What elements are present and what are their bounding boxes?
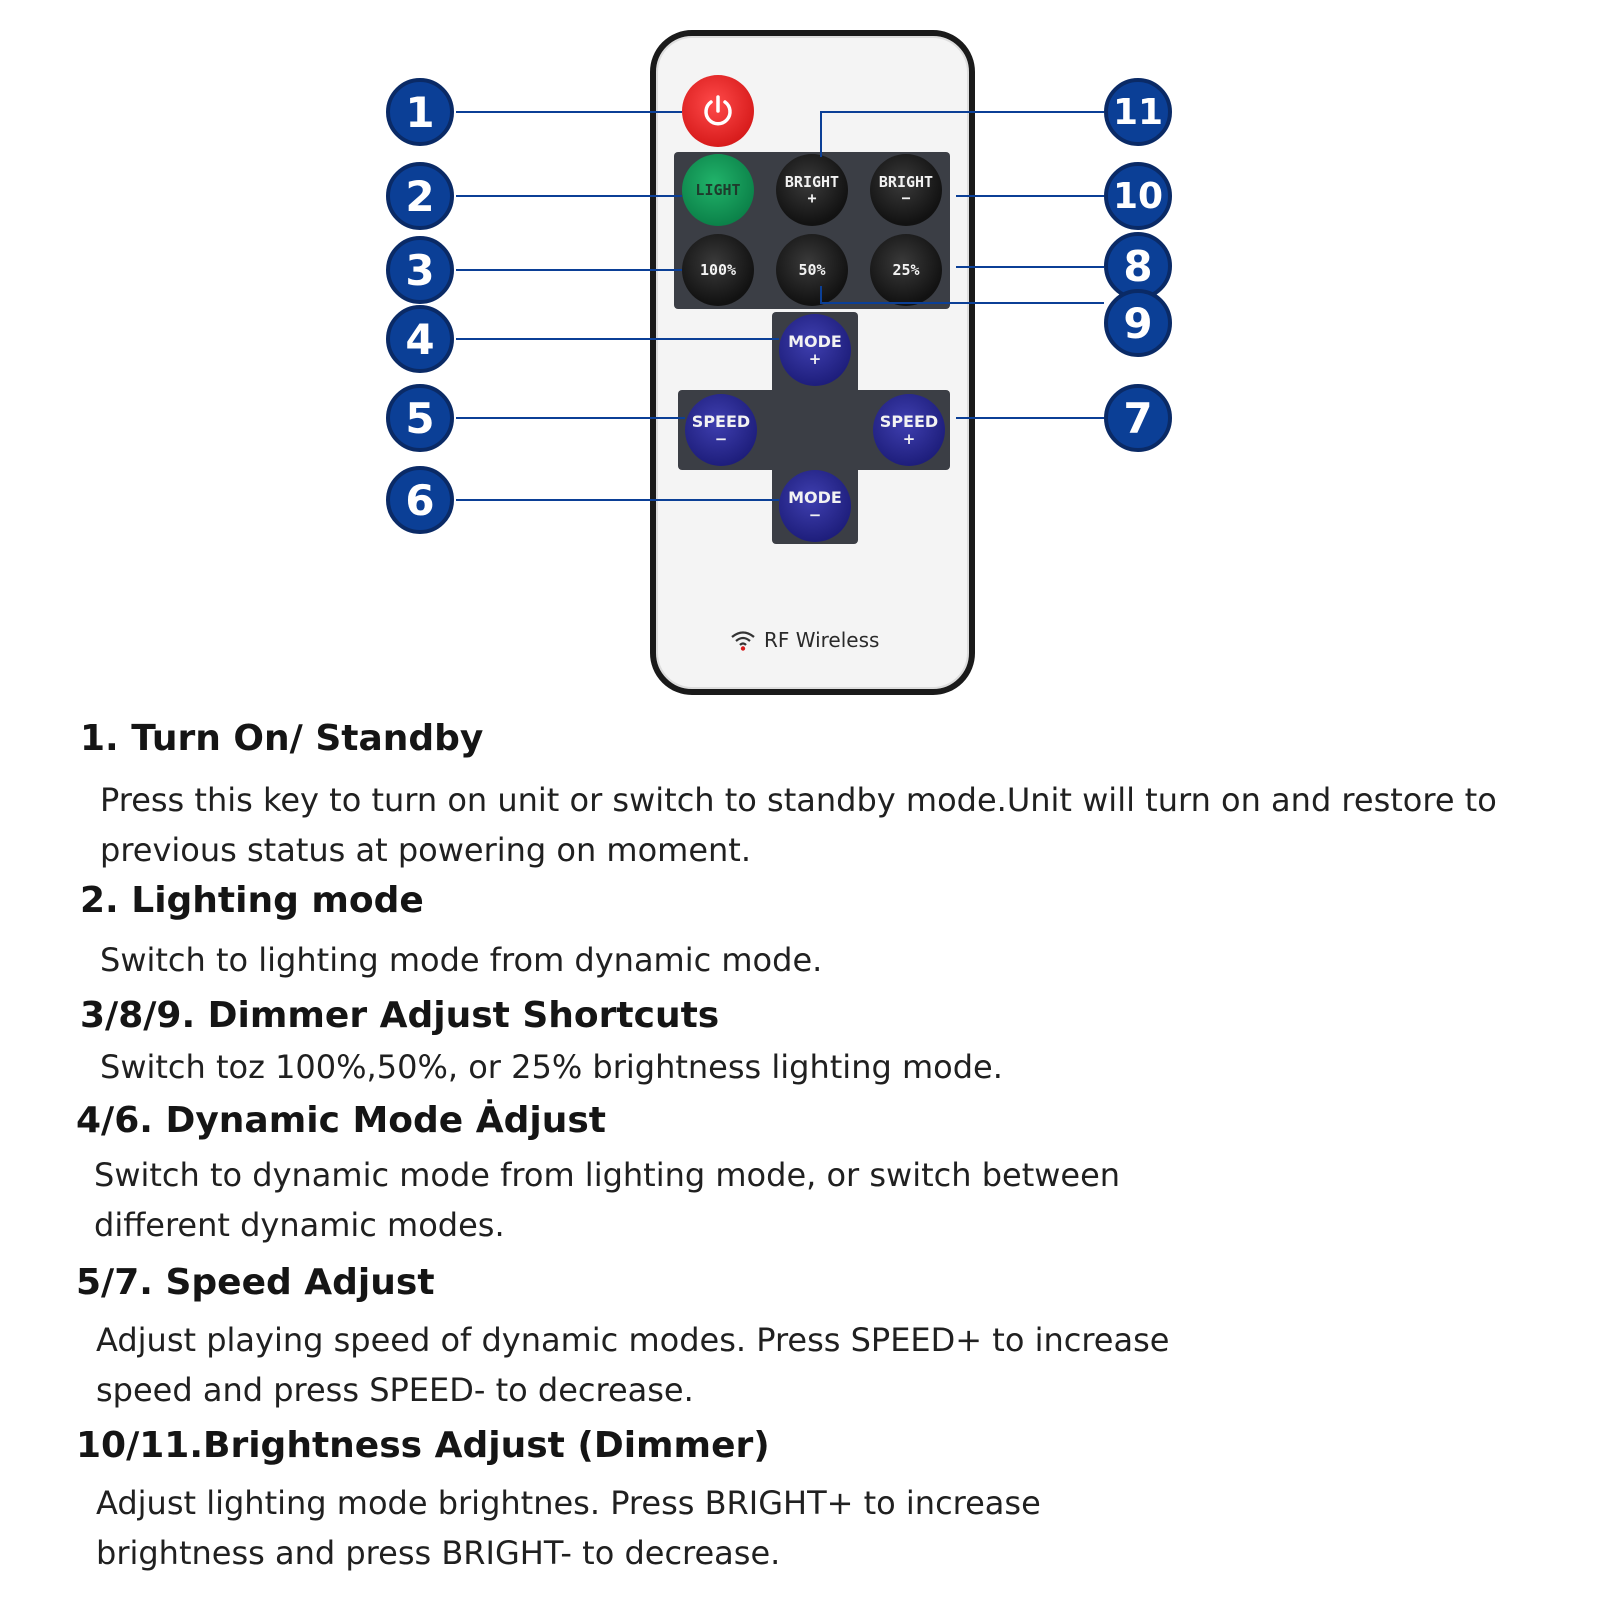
callout-10: 10 bbox=[1104, 162, 1172, 230]
light-button-label: LIGHT bbox=[695, 180, 741, 199]
rf-wireless-text: RF Wireless bbox=[764, 628, 880, 652]
wifi-icon bbox=[731, 631, 755, 651]
leader-11 bbox=[820, 111, 1104, 113]
callout-11: 11 bbox=[1104, 78, 1172, 146]
brightness-25-button[interactable]: 25% bbox=[870, 234, 942, 306]
callout-9: 9 bbox=[1104, 289, 1172, 357]
mode-minus-sub: − bbox=[808, 505, 822, 524]
section-body-dimmer-shortcuts: Switch toz 100%,50%, or 25% brightness l… bbox=[100, 1048, 1003, 1086]
brightness-100-button[interactable]: 100% bbox=[682, 234, 754, 306]
leader-7 bbox=[956, 417, 1104, 419]
section-title-lighting: 2. Lighting mode bbox=[80, 880, 424, 921]
section-body-lighting: Switch to lighting mode from dynamic mod… bbox=[100, 941, 823, 979]
section-body-power: Press this key to turn on unit or switch… bbox=[100, 781, 1497, 869]
callout-2: 2 bbox=[386, 162, 454, 230]
brightness-50-label: 50% bbox=[798, 260, 826, 279]
section-title-power: 1. Turn On/ Standby bbox=[80, 718, 484, 759]
bright-minus-label: BRIGHT bbox=[878, 172, 934, 191]
bright-plus-button[interactable]: BRIGHT + bbox=[776, 154, 848, 226]
bright-plus-sub: + bbox=[807, 189, 817, 207]
bright-minus-button[interactable]: BRIGHT − bbox=[870, 154, 942, 226]
mode-plus-sub: + bbox=[808, 349, 822, 368]
mode-minus-button[interactable]: MODE − bbox=[779, 470, 851, 542]
rf-wireless-label: RF Wireless bbox=[730, 628, 879, 652]
speed-plus-button[interactable]: SPEED + bbox=[873, 394, 945, 466]
brightness-25-label: 25% bbox=[892, 260, 920, 279]
callout-4: 4 bbox=[386, 305, 454, 373]
mode-plus-label: MODE bbox=[788, 331, 842, 351]
speed-minus-button[interactable]: SPEED − bbox=[685, 394, 757, 466]
leader-11-vertical bbox=[820, 111, 822, 157]
leader-6 bbox=[456, 499, 779, 501]
brightness-50-button[interactable]: 50% bbox=[776, 234, 848, 306]
leader-3 bbox=[456, 269, 682, 271]
leader-9-vertical bbox=[820, 286, 822, 302]
leader-5 bbox=[456, 417, 685, 419]
speed-plus-label: SPEED bbox=[879, 411, 939, 431]
leader-4 bbox=[456, 338, 779, 340]
callout-5: 5 bbox=[386, 384, 454, 452]
speed-minus-sub: − bbox=[714, 429, 728, 448]
bright-plus-label: BRIGHT bbox=[784, 172, 840, 191]
section-title-brightness: 10/11.Brightness Adjust (Dimmer) bbox=[76, 1425, 770, 1466]
brightness-100-label: 100% bbox=[699, 260, 737, 279]
section-title-dimmer-shortcuts: 3/8/9. Dimmer Adjust Shortcuts bbox=[80, 995, 720, 1036]
power-button[interactable] bbox=[682, 75, 754, 147]
callout-7: 7 bbox=[1104, 384, 1172, 452]
mode-plus-button[interactable]: MODE + bbox=[779, 314, 851, 386]
leader-10 bbox=[956, 195, 1104, 197]
light-button[interactable]: LIGHT bbox=[682, 154, 754, 226]
section-title-dynamic-mode: 4/6. Dynamic Mode Ȧdjust bbox=[76, 1100, 606, 1141]
section-body-brightness: Adjust lighting mode brightnes. Press BR… bbox=[96, 1484, 1041, 1572]
speed-plus-sub: + bbox=[902, 429, 916, 448]
leader-8 bbox=[956, 266, 1104, 268]
section-body-speed: Adjust playing speed of dynamic modes. P… bbox=[96, 1321, 1170, 1409]
bright-minus-sub: − bbox=[901, 189, 911, 207]
callout-1: 1 bbox=[386, 78, 454, 146]
leader-2 bbox=[456, 195, 682, 197]
leader-1 bbox=[456, 111, 682, 113]
callout-6: 6 bbox=[386, 466, 454, 534]
section-body-dynamic-mode: Switch to dynamic mode from lighting mod… bbox=[94, 1156, 1121, 1244]
section-title-speed: 5/7. Speed Adjust bbox=[76, 1262, 435, 1303]
leader-9 bbox=[820, 302, 1104, 304]
speed-minus-label: SPEED bbox=[691, 411, 751, 431]
callout-3: 3 bbox=[386, 236, 454, 304]
mode-minus-label: MODE bbox=[788, 487, 842, 507]
power-icon bbox=[704, 95, 732, 126]
